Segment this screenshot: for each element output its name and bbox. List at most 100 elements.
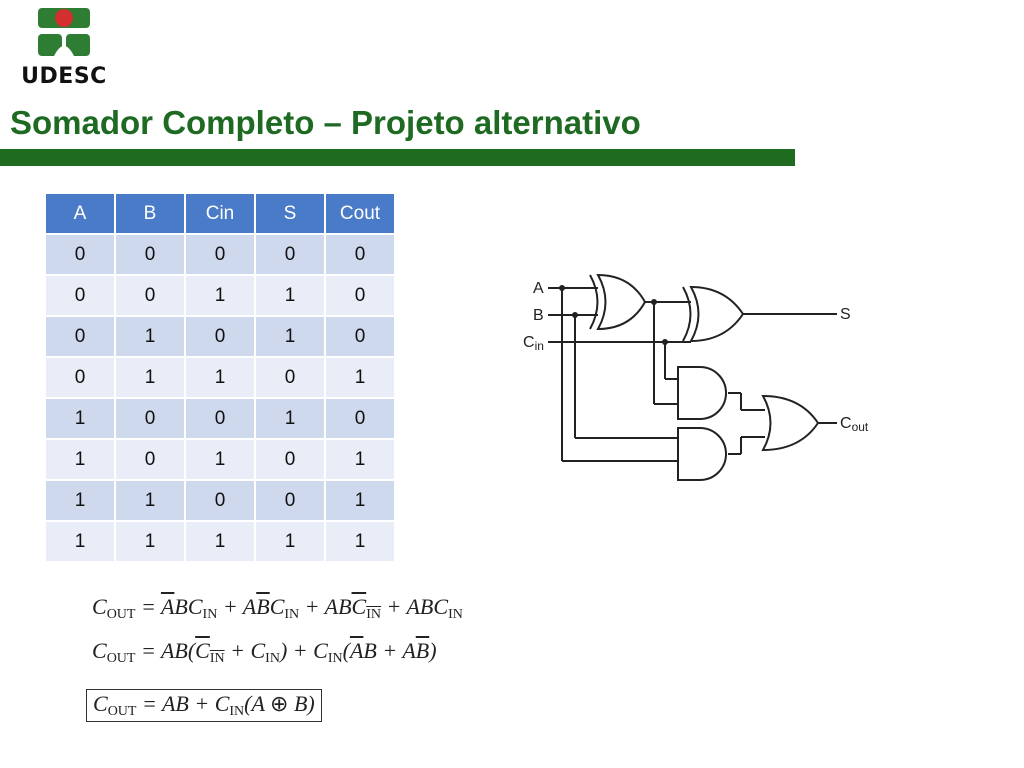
eq2-equals: = (140, 638, 156, 663)
input-label-cin: Cin (523, 334, 544, 353)
eq3-equals: = (141, 691, 157, 716)
eq2-rparen-2: ) (429, 638, 437, 663)
table-cell: 1 (326, 440, 394, 479)
table-cell: 1 (46, 440, 114, 479)
eq1-t3-cbar: C (351, 594, 367, 619)
equation-1: COUT = ABCIN + ABCIN + ABCIN + ABCIN (92, 594, 463, 623)
truth-table: A B Cin S Cout 0 0 0 0 0 0 0 1 1 0 0 1 0… (44, 192, 396, 563)
eq3-c: C (214, 691, 230, 716)
table-cell: 0 (116, 399, 184, 438)
eq2-cbar: C (195, 638, 210, 663)
eq2-cout: C (92, 638, 107, 663)
table-cell: 1 (256, 276, 324, 315)
table-cell: 1 (116, 522, 184, 561)
table-cell: 1 (256, 399, 324, 438)
full-adder-circuit: A B Cin S Cout (523, 273, 869, 481)
input-label-b: B (533, 307, 544, 324)
col-header-b: B (116, 194, 184, 233)
eq1-t3-a: A (324, 594, 339, 619)
output-label-cout: Cout (840, 415, 869, 434)
table-cell: 0 (186, 399, 254, 438)
table-row: 1 1 1 1 1 (46, 522, 394, 561)
and-gate-1 (677, 366, 727, 420)
eq1-t2-bbar: B (256, 594, 270, 619)
eq2-c2-in: IN (327, 651, 343, 666)
table-cell: 1 (256, 522, 324, 561)
table-cell: 0 (186, 235, 254, 274)
table-cell: 1 (326, 358, 394, 397)
table-cell: 0 (46, 276, 114, 315)
eq2-c2: C (313, 638, 328, 663)
eq1-t4-b: B (419, 594, 434, 619)
page-title: Somador Completo – Projeto alternativo (10, 104, 641, 141)
table-cell: 0 (46, 235, 114, 274)
table-cell: 1 (326, 481, 394, 520)
table-cell: 1 (116, 358, 184, 397)
col-header-cin: Cin (186, 194, 254, 233)
table-cell: 0 (256, 481, 324, 520)
eq2-bbar: B (415, 638, 430, 663)
eq3-cout: C (93, 691, 108, 716)
junction-dots (559, 285, 668, 345)
xor-gate-2 (682, 285, 745, 343)
equation-2: COUT = AB(CIN + CIN) + CIN(AB + AB) (92, 638, 437, 667)
table-row: 0 1 0 1 0 (46, 317, 394, 356)
equation-3-boxed: COUT = AB + CIN(A ⊕ B) (86, 689, 322, 722)
output-label-cout-main: C (840, 415, 852, 432)
eq2-b: B (363, 638, 377, 663)
eq1-t4-c: C (433, 594, 449, 619)
table-cell: 1 (186, 522, 254, 561)
eq2-abar: A (349, 638, 364, 663)
eq2-lparen-2: ( (342, 638, 350, 663)
table-cell: 0 (46, 358, 114, 397)
eq3-b: B (293, 691, 308, 716)
udesc-logo: UDESC (10, 6, 118, 90)
table-cell: 0 (186, 481, 254, 520)
eq1-t1-abar: A (160, 594, 175, 619)
eq1-t3-b: B (338, 594, 352, 619)
eq3-cout-sub: OUT (107, 704, 137, 719)
eq3-c-in: IN (229, 704, 245, 719)
col-header-cout: Cout (326, 194, 394, 233)
table-row: 0 0 0 0 0 (46, 235, 394, 274)
eq1-t3-in: IN (366, 607, 381, 622)
table-cell: 0 (186, 317, 254, 356)
eq2-cbar-in: IN (209, 651, 225, 666)
eq1-plus-3: + (386, 594, 402, 619)
eq2-a: A (402, 638, 416, 663)
table-cell: 0 (326, 317, 394, 356)
eq2-lparen-1: ( (187, 638, 196, 663)
eq2-rparen-1: ) (279, 638, 288, 663)
table-cell: 0 (326, 235, 394, 274)
input-label-cin-main: C (523, 334, 535, 351)
eq1-cout: C (92, 594, 107, 619)
table-cell: 1 (186, 440, 254, 479)
eq3-rparen: ) (307, 691, 315, 716)
table-cell: 0 (326, 276, 394, 315)
table-cell: 0 (256, 235, 324, 274)
table-cell: 1 (46, 399, 114, 438)
title-underline-bar (0, 149, 795, 166)
table-row: 1 0 0 1 0 (46, 399, 394, 438)
col-header-a: A (46, 194, 114, 233)
col-header-s: S (256, 194, 324, 233)
output-label-s: S (840, 306, 851, 323)
eq1-cout-sub: OUT (106, 607, 136, 622)
and-gate-2 (677, 427, 727, 481)
eq3-lparen: ( (244, 691, 252, 716)
eq1-t2-a: A (242, 594, 257, 619)
eq2-c-in: IN (265, 651, 280, 666)
eq1-t4-in: IN (448, 607, 463, 622)
table-cell: 0 (46, 317, 114, 356)
eq1-plus-2: + (304, 594, 320, 619)
table-cell: 1 (186, 358, 254, 397)
eq1-t1-c: C (187, 594, 203, 619)
eq3-a: A (251, 691, 265, 716)
udesc-logo-mark (38, 8, 90, 56)
eq1-equals: = (140, 594, 156, 619)
table-cell: 1 (186, 276, 254, 315)
eq1-t4-a: A (406, 594, 420, 619)
eq3-ab: AB (161, 691, 189, 716)
table-header-row: A B Cin S Cout (46, 194, 394, 233)
table-cell: 1 (46, 481, 114, 520)
